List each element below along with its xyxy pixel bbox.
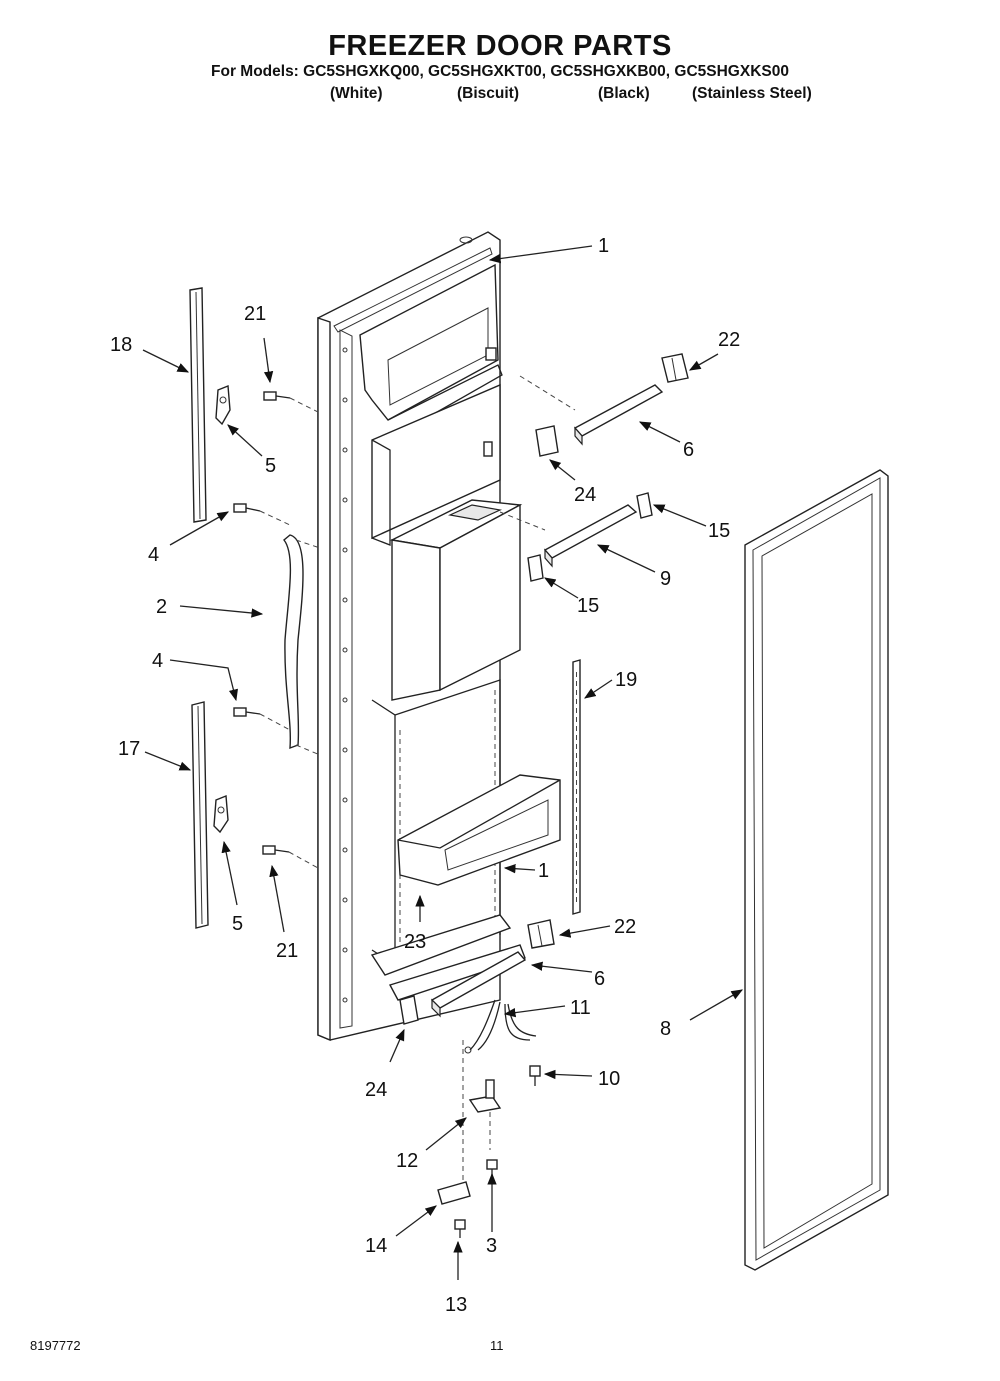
lower-trim-strip (191, 701, 209, 929)
callout-2: 2 (156, 596, 167, 618)
document-number: 8197772 (30, 1338, 81, 1353)
variant-stainless-steel: (Stainless Steel) (692, 85, 812, 102)
models-line: For Models: GC5SHGXKQ00, GC5SHGXKT00, GC… (211, 63, 789, 80)
callout-13: 13 (445, 1294, 467, 1316)
callout-12: 12 (396, 1150, 418, 1172)
hinge-bracket-14 (437, 1181, 471, 1205)
callout-6-lower: 6 (594, 968, 605, 990)
screw-21-lower (262, 845, 319, 869)
rail-end-cap-24-lower (399, 995, 419, 1025)
callout-6-upper: 6 (683, 439, 694, 461)
callout-15-upper: 15 (708, 520, 730, 542)
upper-trim-strip (189, 287, 207, 523)
callout-3: 3 (486, 1235, 497, 1257)
callout-8: 8 (660, 1018, 671, 1040)
callout-24-upper: 24 (574, 484, 596, 506)
callout-21-lower: 21 (276, 940, 298, 962)
callout-1-lower: 1 (538, 860, 549, 882)
door-gasket (744, 469, 889, 1271)
callout-9: 9 (660, 568, 671, 590)
callout-21-upper: 21 (244, 303, 266, 325)
screw-21-upper (263, 391, 319, 413)
shelf-rail-middle (499, 504, 638, 568)
rail-end-cap-24-upper (535, 425, 559, 457)
callout-22-lower: 22 (614, 916, 636, 938)
wire-harness (464, 999, 537, 1054)
shelf-rail-upper (519, 375, 664, 446)
callout-labels: 1 1 2 3 4 4 5 5 6 6 8 9 10 11 12 13 14 1… (110, 235, 740, 1316)
callout-5-lower: 5 (232, 913, 243, 935)
callout-18: 18 (110, 334, 132, 356)
shelf-rail-lower (430, 951, 527, 1018)
variant-biscuit: (Biscuit) (457, 85, 519, 102)
screw-4-lower (233, 707, 291, 731)
callout-11: 11 (570, 997, 591, 1019)
callout-4-upper: 4 (148, 544, 159, 566)
trim-clip-lower (213, 794, 229, 834)
callout-19: 19 (615, 669, 637, 691)
trim-clip-upper (215, 384, 231, 426)
callout-1-door: 1 (598, 235, 609, 257)
screw-4-upper (233, 503, 291, 526)
lower-hinge (462, 1040, 502, 1200)
callout-14: 14 (365, 1235, 387, 1257)
callout-4-lower: 4 (152, 650, 163, 672)
callout-17: 17 (118, 738, 140, 760)
callout-23: 23 (404, 931, 426, 953)
callout-5-upper: 5 (265, 455, 276, 477)
door-edge-rivets (342, 347, 348, 1003)
hinge-screw-13 (454, 1219, 466, 1238)
door-handle (283, 534, 321, 756)
page-title: FREEZER DOOR PARTS (328, 30, 672, 62)
rail-end-cap-22-lower (527, 919, 555, 949)
callout-22-upper: 22 (718, 329, 740, 351)
door-bin (397, 774, 561, 886)
hinge-screw-10 (529, 1065, 541, 1086)
variant-black: (Black) (598, 85, 650, 102)
rail-end-cap-22-upper (661, 353, 689, 383)
freezer-door-panel (317, 231, 526, 1042)
rail-end-cap-15-upper (636, 492, 653, 519)
callout-10: 10 (598, 1068, 620, 1090)
page-number: 11 (490, 1338, 504, 1353)
vertical-shelf-support (572, 659, 581, 915)
callout-15-lower: 15 (577, 595, 599, 617)
leader-lines (142, 245, 744, 1280)
rail-end-cap-15-lower (527, 554, 544, 582)
variant-white: (White) (330, 85, 383, 102)
callout-24-lower: 24 (365, 1079, 387, 1101)
